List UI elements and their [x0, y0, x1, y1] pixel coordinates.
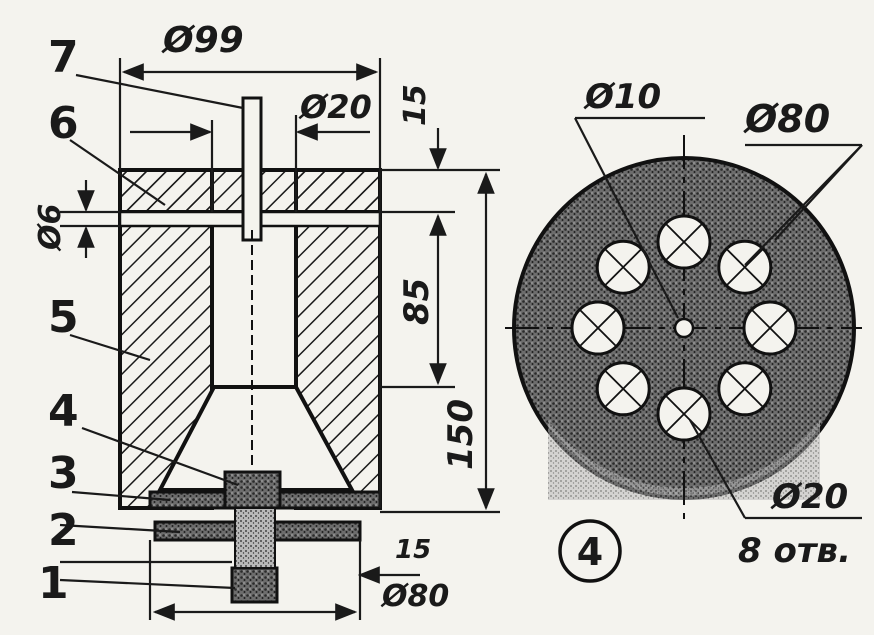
- label-center-hole: Ø10: [583, 77, 661, 117]
- hole-cross-line: [665, 223, 703, 261]
- hole-cross-line: [725, 369, 764, 408]
- figure-number-circle: [558, 519, 622, 583]
- spindle-rod: [241, 96, 263, 242]
- hole-cross-line: [725, 248, 764, 287]
- part-number-3: 3: [48, 448, 79, 499]
- hole-cross-line: [579, 309, 617, 347]
- hole-ring: [570, 214, 798, 442]
- hole-cross-line: [665, 395, 703, 433]
- hole-cross-line: [604, 369, 643, 408]
- part-number-4: 4: [48, 386, 79, 437]
- label-pin-diameter: Ø6: [33, 204, 68, 252]
- hole-cross-line: [751, 309, 789, 347]
- part-number-7: 7: [48, 32, 79, 83]
- label-bore-depth: 85: [397, 278, 437, 325]
- label-disc-diameter: Ø80: [743, 97, 830, 141]
- label-bottom-offset: 15: [395, 535, 431, 565]
- side-view-section: Ø99 Ø20 15 Ø6 85 150 15 Ø80 7 6 5 4 3 2 …: [33, 20, 500, 621]
- center-hole: [673, 317, 695, 339]
- label-hole-count: 8 отв.: [738, 531, 851, 571]
- inner-bore: [210, 210, 298, 389]
- lower-nut: [230, 566, 279, 604]
- nut-assembly: [223, 470, 282, 510]
- figure-number: 4: [577, 530, 603, 574]
- label-outer-diameter: Ø99: [161, 20, 244, 61]
- part-number-6: 6: [48, 98, 79, 149]
- hole-cross-line: [604, 248, 643, 287]
- label-bottom-diameter: Ø80: [380, 579, 449, 614]
- part-number-5: 5: [48, 292, 79, 343]
- label-top-offset: 15: [398, 84, 433, 126]
- label-hole-diameter: Ø20: [770, 477, 848, 517]
- part-number-1: 1: [38, 558, 69, 609]
- cone-cavity: [156, 385, 356, 492]
- top-view-disc: Ø10 Ø80 Ø20 8 отв. 4: [505, 77, 863, 583]
- label-total-height: 150: [441, 399, 481, 470]
- part-number-2: 2: [48, 505, 79, 556]
- label-bore-diameter: Ø20: [298, 88, 372, 126]
